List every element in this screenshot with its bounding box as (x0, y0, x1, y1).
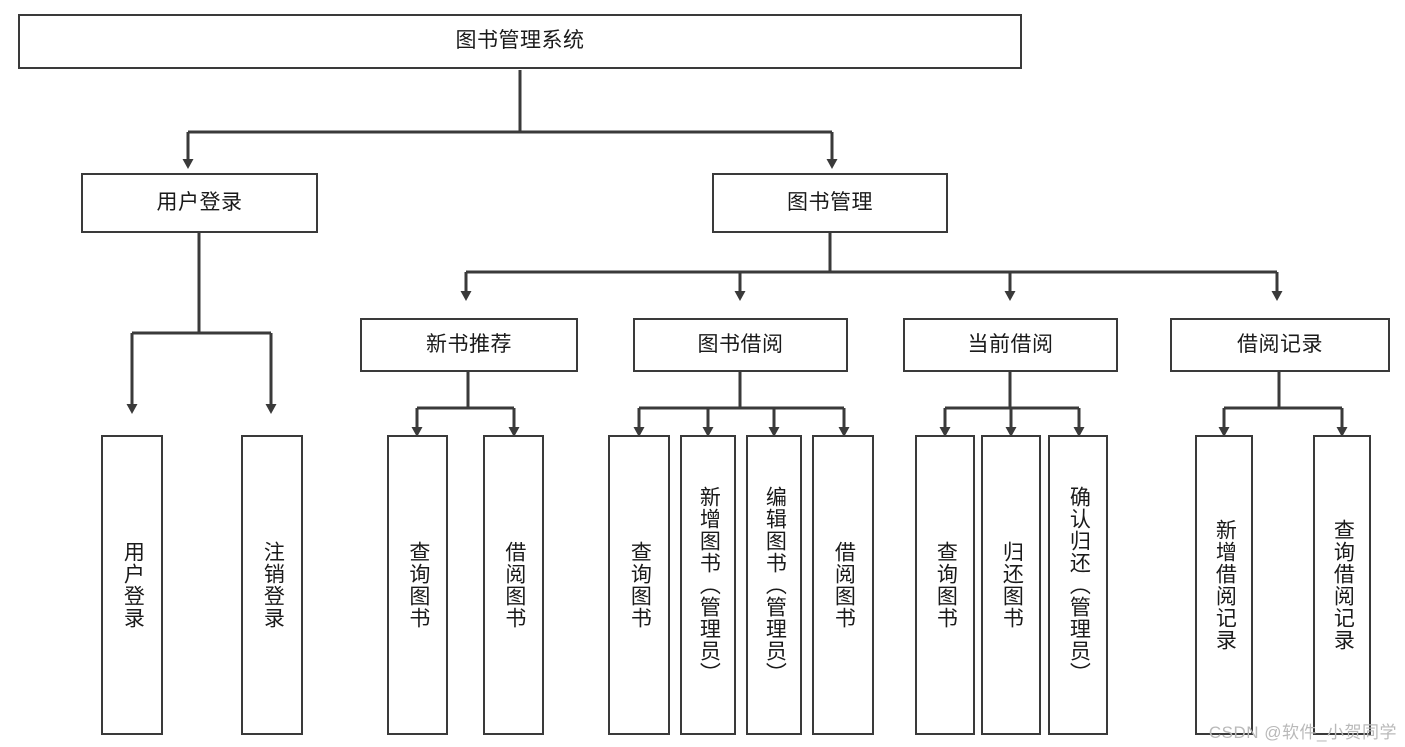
leaf-label: 用户登录 (121, 541, 145, 629)
leaf-borrow-record-add[interactable]: 新增借阅记录 (1195, 435, 1253, 735)
node-root-system[interactable]: 图书管理系统 (18, 14, 1022, 69)
leaf-new-book-borrow[interactable]: 借阅图书 (483, 435, 544, 735)
leaf-label: 借阅图书 (832, 541, 856, 629)
leaf-label: 新增借阅记录 (1213, 519, 1237, 651)
leaf-book-borrow-edit[interactable]: 编辑图书（管理员） (746, 435, 802, 735)
leaf-book-borrow-add[interactable]: 新增图书（管理员） (680, 435, 736, 735)
leaf-borrow-record-query[interactable]: 查询借阅记录 (1313, 435, 1371, 735)
leaf-label: 借阅图书 (502, 541, 526, 629)
leaf-label: 注销登录 (261, 541, 285, 629)
leaf-book-borrow-borrow[interactable]: 借阅图书 (812, 435, 874, 735)
node-book-management[interactable]: 图书管理 (712, 173, 948, 233)
leaf-label: 归还图书 (1000, 541, 1024, 629)
leaf-label: 查询图书 (406, 541, 430, 629)
leaf-user-login-logout[interactable]: 注销登录 (241, 435, 303, 735)
leaf-current-borrow-return[interactable]: 归还图书 (981, 435, 1041, 735)
leaf-label: 查询图书 (628, 541, 652, 629)
leaf-current-borrow-query[interactable]: 查询图书 (915, 435, 975, 735)
leaf-book-borrow-query[interactable]: 查询图书 (608, 435, 670, 735)
leaf-label: 查询借阅记录 (1331, 519, 1355, 651)
leaf-label: 编辑图书（管理员） (763, 486, 787, 684)
leaf-user-login-login[interactable]: 用户登录 (101, 435, 163, 735)
watermark-text: CSDN @软件_小贺同学 (1208, 723, 1397, 742)
leaf-current-borrow-confirm-return[interactable]: 确认归还（管理员） (1048, 435, 1108, 735)
leaf-label: 确认归还（管理员） (1067, 486, 1091, 684)
node-borrow-record[interactable]: 借阅记录 (1170, 318, 1390, 372)
node-user-login[interactable]: 用户登录 (81, 173, 318, 233)
node-current-borrow[interactable]: 当前借阅 (903, 318, 1118, 372)
leaf-label: 新增图书（管理员） (697, 486, 721, 684)
leaf-new-book-query[interactable]: 查询图书 (387, 435, 448, 735)
leaf-label: 查询图书 (934, 541, 958, 629)
node-new-book-recommend[interactable]: 新书推荐 (360, 318, 578, 372)
node-book-borrow[interactable]: 图书借阅 (633, 318, 848, 372)
